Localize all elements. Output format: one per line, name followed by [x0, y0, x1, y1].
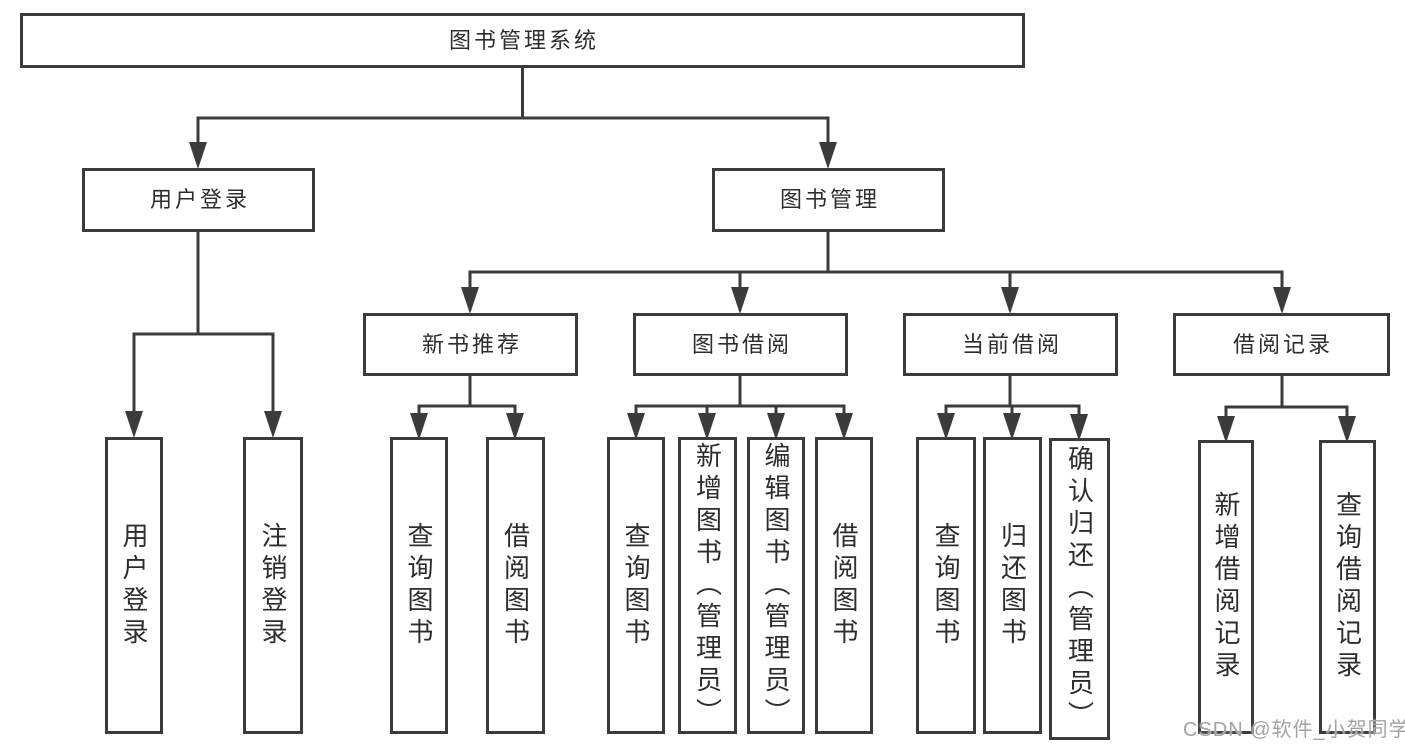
arrowhead: [835, 413, 853, 440]
connector-current-borrow-children: [937, 373, 1088, 441]
arrowhead: [1217, 416, 1235, 443]
connector-user-login-children: [125, 230, 282, 438]
node-current-borrow: 当前借阅: [903, 313, 1118, 376]
node-user-login: 用户登录: [82, 168, 315, 232]
arrowhead: [1003, 413, 1021, 440]
leaf-label: 归还图书: [997, 521, 1028, 650]
arrowhead: [410, 413, 428, 440]
node-book-borrow: 图书借阅: [633, 313, 848, 376]
csdn-watermark: CSDN @软件_小贺同学: [1183, 719, 1405, 741]
connector-borrow-records-children: [1217, 373, 1356, 443]
leaf-user-login: 用户登录: [105, 437, 163, 734]
node-label: 图书管理系统: [448, 27, 599, 53]
arrowhead: [189, 142, 207, 169]
leaf-label: 确认归还（管理员）: [1064, 445, 1095, 733]
leaf-label: 编辑图书（管理员）: [761, 441, 791, 730]
leaf-label: 新增图书（管理员）: [692, 441, 723, 730]
node-label: 借阅记录: [1232, 331, 1333, 357]
leaf-records-query-record: 查询借阅记录: [1319, 440, 1376, 734]
leaf-borrow-add-books-admin: 新增图书（管理员）: [678, 437, 737, 734]
leaf-borrow-query-books: 查询图书: [607, 437, 665, 734]
arrowhead: [937, 413, 955, 440]
arrowhead: [1001, 287, 1019, 314]
node-label: 图书借阅: [691, 331, 792, 357]
arrowhead: [627, 413, 645, 440]
arrowhead: [731, 287, 749, 314]
node-new-book-recommend: 新书推荐: [363, 313, 578, 376]
arrowhead: [461, 287, 479, 314]
connector-root-to-level2: [189, 66, 837, 169]
node-label: 当前借阅: [961, 331, 1062, 357]
arrowhead: [264, 411, 282, 438]
leaf-borrow-edit-books-admin: 编辑图书（管理员）: [747, 437, 805, 734]
node-book-management: 图书管理: [712, 168, 945, 232]
leaf-logout: 注销登录: [243, 437, 303, 734]
leaf-current-query-books: 查询图书: [916, 437, 976, 734]
leaf-label: 用户登录: [119, 521, 149, 650]
leaf-newbook-query-books: 查询图书: [390, 437, 448, 734]
arrowhead: [1070, 414, 1088, 441]
node-label: 新书推荐: [421, 331, 522, 357]
node-label: 用户登录: [149, 187, 250, 212]
leaf-label: 注销登录: [258, 521, 288, 650]
node-root-library-system: 图书管理系统: [20, 13, 1025, 68]
leaf-label: 查询图书: [621, 521, 651, 650]
leaf-current-confirm-return-admin: 确认归还（管理员）: [1049, 438, 1110, 740]
leaf-label: 借阅图书: [829, 521, 859, 650]
arrowhead: [767, 413, 785, 440]
connector-new-book-children: [410, 373, 524, 440]
arrowhead: [506, 413, 524, 440]
arrowhead: [125, 411, 143, 438]
connector-book-borrow-children: [627, 373, 853, 440]
leaf-records-add-record: 新增借阅记录: [1198, 440, 1254, 734]
arrowhead: [819, 142, 837, 169]
leaf-label: 借阅图书: [500, 521, 531, 650]
arrowhead: [1338, 416, 1356, 443]
arrowhead: [1273, 287, 1291, 314]
leaf-label: 查询图书: [931, 521, 961, 650]
node-borrow-records: 借阅记录: [1173, 313, 1390, 376]
leaf-newbook-borrow-books: 借阅图书: [486, 437, 545, 734]
leaf-current-return-books: 归还图书: [983, 437, 1042, 734]
leaf-label: 查询借阅记录: [1332, 491, 1363, 683]
connector-book-management-children: [461, 230, 1291, 314]
node-label: 图书管理: [779, 187, 880, 212]
leaf-borrow-borrow-books: 借阅图书: [815, 437, 873, 734]
leaf-label: 查询图书: [404, 521, 434, 650]
leaf-label: 新增借阅记录: [1211, 491, 1241, 683]
arrowhead: [698, 413, 716, 440]
